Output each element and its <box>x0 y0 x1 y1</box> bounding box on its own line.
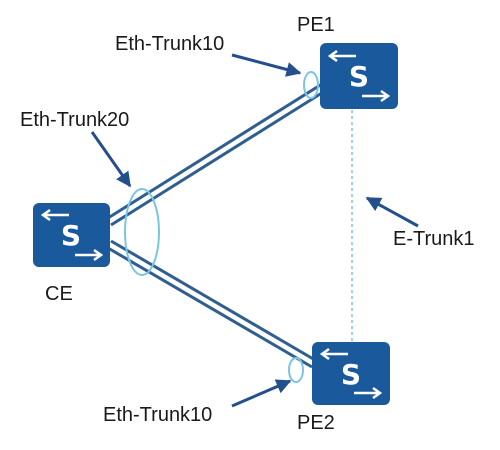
link-ce-pe2 <box>107 239 316 369</box>
ethtrunk10-pe2-label: Eth-Trunk10 <box>103 404 213 426</box>
callout-arrow-ethtrunk10-bot <box>231 379 292 408</box>
ce-switch-icon: S <box>33 203 110 267</box>
pe1-label: PE1 <box>297 14 335 36</box>
pe1-switch-glyph: S <box>349 60 369 93</box>
ethtrunk10-pe1-label: Eth-Trunk10 <box>115 33 225 55</box>
ethtrunk10-ring-pe2 <box>288 357 304 383</box>
callout-arrow-etrunk1 <box>365 196 419 228</box>
pe2-label: PE2 <box>297 412 335 434</box>
pe2-switch-icon: S <box>312 342 390 405</box>
pe2-switch-glyph: S <box>341 358 361 391</box>
ethtrunk10-ring-pe1 <box>303 71 319 99</box>
callout-arrow-ethtrunk20 <box>90 131 132 188</box>
ce-switch-glyph: S <box>61 219 81 252</box>
ce-label: CE <box>45 283 73 305</box>
ethtrunk20-label: Eth-Trunk20 <box>20 109 130 131</box>
link-ce-pe1 <box>107 82 326 227</box>
pe1-switch-icon: S <box>320 43 398 109</box>
callout-arrow-ethtrunk10-top <box>231 53 302 77</box>
ethtrunk20-ring <box>124 188 160 276</box>
etrunk1-label: E-Trunk1 <box>393 228 475 250</box>
